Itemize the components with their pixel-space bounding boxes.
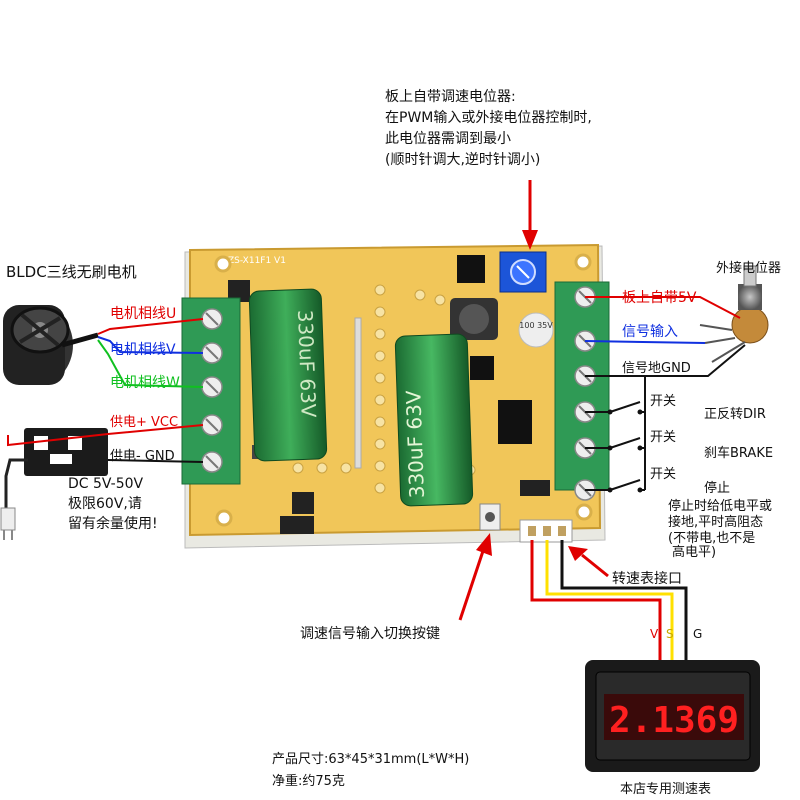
small-capacitor xyxy=(518,312,554,348)
capacitor-center-text: 330uF 63V xyxy=(401,390,429,499)
ic-chip xyxy=(457,255,485,283)
capacitor-left-text: 330uF 63V xyxy=(293,309,321,418)
pot-note-line1: 板上自带调速电位器: xyxy=(385,89,516,105)
label-pin-v: V xyxy=(650,627,659,641)
label-stop: 停止 xyxy=(704,480,730,496)
component-chip xyxy=(520,480,550,496)
pot-note-line2: 在PWM输入或外接电位器控制时, xyxy=(385,109,592,126)
spec-size: 产品尺寸:63*45*31mm(L*W*H) xyxy=(272,752,469,767)
right-terminal-block xyxy=(554,281,610,501)
component-chip xyxy=(228,280,250,302)
label-phase-u: 电机相线U xyxy=(110,306,176,322)
screw-slot xyxy=(205,380,219,394)
wire-tacho-v xyxy=(530,540,662,690)
wire-tacho-s xyxy=(545,540,674,690)
label-tacho-port: 转速表接口 xyxy=(612,570,682,587)
wire-gnd xyxy=(107,459,204,463)
input-switch-button[interactable] xyxy=(479,503,501,531)
pot-note-line3: 此电位器需调到最小 xyxy=(385,131,511,147)
wire-signal xyxy=(584,340,706,344)
arrow-to-onboard-pot xyxy=(522,180,538,250)
arrow-to-tacho-port xyxy=(568,546,609,578)
small-capacitor-text: 100 35V xyxy=(519,321,553,330)
screw-slot xyxy=(205,455,219,469)
mounting-hole xyxy=(574,253,592,271)
tacho-caption: 本店专用测速表 xyxy=(620,782,711,797)
power-range: DC 5V-50V xyxy=(68,476,144,492)
wire-vcc xyxy=(7,424,204,447)
label-switch-dir: 开关 xyxy=(650,394,676,409)
label-phase-v: 电机相线V xyxy=(110,342,176,358)
mounting-hole xyxy=(214,255,232,273)
component-chip xyxy=(280,516,314,534)
component-chip xyxy=(470,356,494,380)
switch-contacts xyxy=(607,409,643,493)
screw-slot xyxy=(205,312,219,326)
component-chip xyxy=(292,492,314,514)
mounting-hole xyxy=(575,503,593,521)
inductor-core xyxy=(459,304,489,334)
spec-weight: 净重:约75克 xyxy=(272,773,345,789)
wire-phase-w xyxy=(97,339,204,388)
tacho-reading: 2.1369 xyxy=(609,700,739,741)
capacitor-center: 330uF 63V xyxy=(394,333,474,507)
label-signal-gnd: 信号地GND xyxy=(622,361,691,376)
tachometer: 2.1369 xyxy=(585,660,760,772)
arrow-to-switch-button xyxy=(458,533,492,621)
bldc-motor xyxy=(3,305,99,385)
capacitor-left: 330uF 63V xyxy=(248,288,328,462)
label-switch-brake: 开关 xyxy=(650,430,676,445)
wire-tacho-g xyxy=(560,540,688,690)
stop-note-3: (不带电,也不是 xyxy=(668,531,755,546)
label-brake: 刹车BRAKE xyxy=(704,445,773,461)
label-phase-w: 电机相线W xyxy=(110,375,180,391)
board-silkscreen: ZS-X11F1 V1 xyxy=(228,256,286,266)
bus-bar xyxy=(354,317,362,469)
label-pin-s: S xyxy=(666,627,674,641)
wire-phase-u xyxy=(97,318,204,335)
motor-title: BLDC三线无刷电机 xyxy=(6,263,137,281)
label-ext-pot: 外接电位器 xyxy=(716,260,781,276)
power-limit: 极限60V,请 xyxy=(68,496,142,512)
label-pot-5v: 板上自带5V xyxy=(622,290,697,306)
mounting-hole xyxy=(215,509,233,527)
label-dir: 正反转DIR xyxy=(704,407,766,422)
screw-slot xyxy=(205,418,219,432)
left-terminal-block xyxy=(181,297,241,485)
external-potentiometer xyxy=(699,265,769,363)
label-pin-g: G xyxy=(693,627,702,641)
wire-phase-v xyxy=(97,336,204,354)
wire-signal-gnd xyxy=(585,344,746,377)
onboard-potentiometer xyxy=(499,251,547,293)
mcu-chip xyxy=(498,400,532,444)
label-switch-button: 调速信号输入切换按键 xyxy=(300,625,440,642)
stop-note-4: 高电平) xyxy=(672,544,716,560)
screw-slot xyxy=(205,346,219,360)
wire-pot-5v xyxy=(585,296,741,319)
tacho-header xyxy=(519,519,573,543)
pot-note-line4: (顺时针调大,逆时针调小) xyxy=(385,152,540,168)
stop-note-1: 停止时给低电平或 xyxy=(668,498,772,514)
label-vcc: 供电+ VCC xyxy=(110,415,178,430)
label-switch-stop: 开关 xyxy=(650,467,676,482)
stop-note-2: 接地,平时高阻态 xyxy=(668,514,763,530)
label-gnd: 供电- GND xyxy=(110,449,175,464)
power-warning: 留有余量使用! xyxy=(68,515,158,532)
label-signal-in: 信号输入 xyxy=(622,324,678,340)
